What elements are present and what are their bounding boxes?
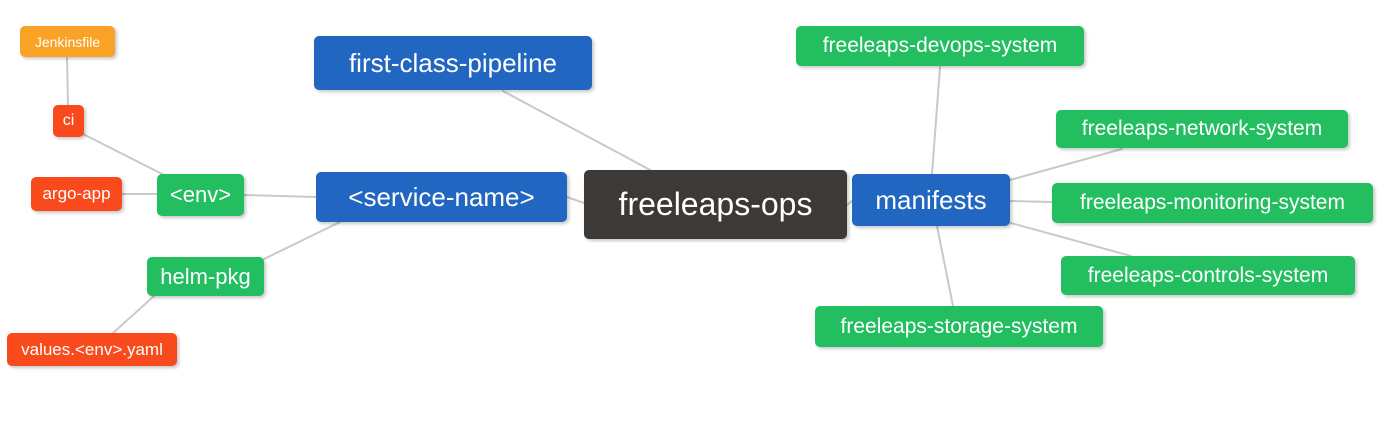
edge-manifests-monitoring <box>1009 200 1053 203</box>
node-freeleaps-ops-root[interactable]: freeleaps-ops <box>584 170 847 239</box>
edge-manifests-devops <box>931 66 941 175</box>
edge-env-service-name <box>243 194 317 198</box>
node-helm-pkg[interactable]: helm-pkg <box>147 257 264 296</box>
node-env[interactable]: <env> <box>157 174 244 216</box>
node-jenkinsfile[interactable]: Jenkinsfile <box>20 26 115 57</box>
edge-pipeline-ops <box>502 90 653 172</box>
node-service-name[interactable]: <service-name> <box>316 172 567 222</box>
node-manifests[interactable]: manifests <box>852 174 1010 226</box>
edge-helm-pkg-values <box>111 295 155 335</box>
node-argo-app[interactable]: argo-app <box>31 177 122 211</box>
node-devops-system[interactable]: freeleaps-devops-system <box>796 26 1084 66</box>
edge-manifests-controls <box>1010 222 1132 257</box>
edge-manifests-storage <box>936 225 954 307</box>
node-storage-system[interactable]: freeleaps-storage-system <box>815 306 1103 347</box>
edge-ops-manifests <box>846 200 853 206</box>
edge-manifests-network <box>1009 148 1123 181</box>
node-values-env-yaml[interactable]: values.<env>.yaml <box>7 333 177 366</box>
edge-jenkinsfile-ci <box>66 56 69 106</box>
edge-service-name-ops <box>566 196 585 204</box>
node-network-system[interactable]: freeleaps-network-system <box>1056 110 1348 148</box>
node-first-class-pipeline[interactable]: first-class-pipeline <box>314 36 592 90</box>
edge-helm-pkg-service-name <box>263 221 341 260</box>
node-controls-system[interactable]: freeleaps-controls-system <box>1061 256 1355 295</box>
node-ci[interactable]: ci <box>53 105 84 137</box>
edge-ci-env <box>82 133 171 179</box>
node-monitoring-system[interactable]: freeleaps-monitoring-system <box>1052 183 1373 223</box>
